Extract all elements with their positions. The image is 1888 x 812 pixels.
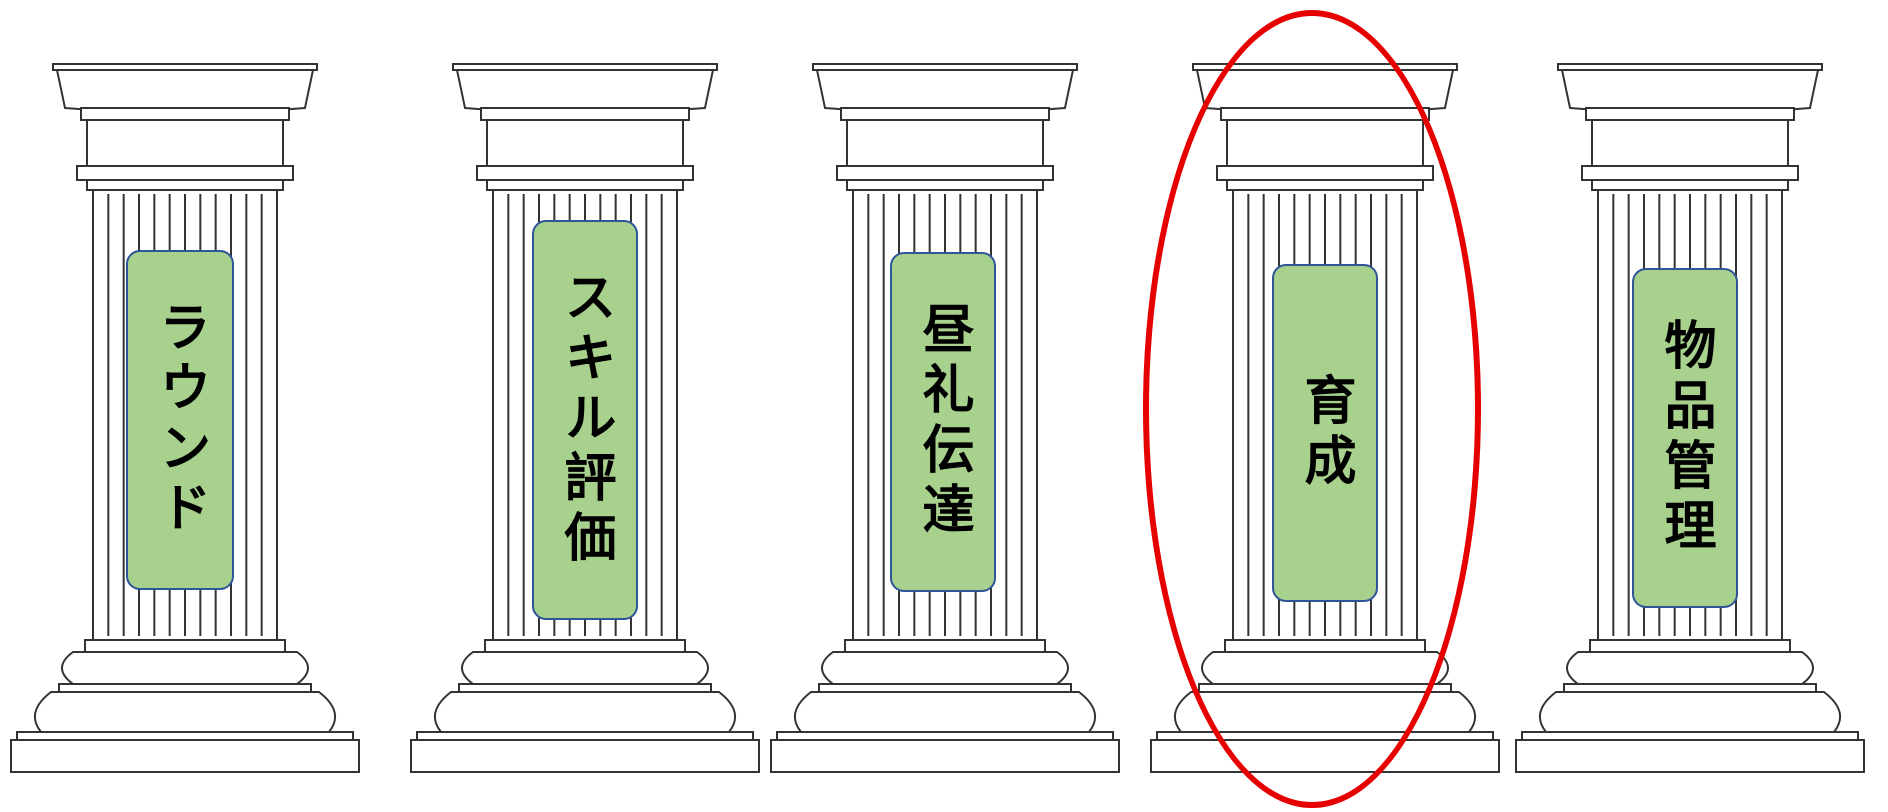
column-echinus bbox=[55, 69, 315, 114]
column-torus-lower bbox=[33, 691, 337, 733]
column-neck bbox=[846, 119, 1044, 167]
column-base-band bbox=[1563, 683, 1817, 693]
column-astragal bbox=[476, 165, 694, 181]
column-base-fillet bbox=[844, 639, 1046, 653]
highlight-ellipse bbox=[1143, 10, 1481, 808]
pillar-label-supply-management: 物品管理 bbox=[1632, 268, 1738, 608]
column-neck bbox=[1591, 119, 1789, 167]
column-capital-band bbox=[480, 107, 690, 121]
column-capital-band bbox=[840, 107, 1050, 121]
column-neck bbox=[86, 119, 284, 167]
column-echinus bbox=[1560, 69, 1820, 114]
column-torus-lower bbox=[433, 691, 737, 733]
column-torus-upper bbox=[461, 651, 709, 685]
column-base-fillet bbox=[1589, 639, 1791, 653]
column-plinth bbox=[10, 739, 360, 773]
column-base-band bbox=[818, 683, 1072, 693]
pillar-label-text: 物品管理 bbox=[1655, 318, 1715, 558]
column-neck bbox=[486, 119, 684, 167]
pillar-label-skill-evaluation: スキル評価 bbox=[532, 220, 638, 620]
pillar-label-round: ラウンド bbox=[126, 250, 234, 590]
column-base-band bbox=[458, 683, 712, 693]
column-torus-upper bbox=[1566, 651, 1814, 685]
column-torus-lower bbox=[793, 691, 1097, 733]
column-astragal bbox=[1581, 165, 1799, 181]
column-collar bbox=[86, 179, 284, 191]
column-plinth-top bbox=[776, 731, 1114, 741]
column-capital-band bbox=[80, 107, 290, 121]
column-capital-band bbox=[1585, 107, 1795, 121]
pillar-label-text: ラウンド bbox=[150, 300, 210, 540]
column-astragal bbox=[76, 165, 294, 181]
column-astragal bbox=[836, 165, 1054, 181]
column-base-fillet bbox=[84, 639, 286, 653]
pillar-label-text: スキル評価 bbox=[555, 270, 615, 570]
column-plinth-top bbox=[1521, 731, 1859, 741]
column-plinth bbox=[410, 739, 760, 773]
column-collar bbox=[486, 179, 684, 191]
column-collar bbox=[846, 179, 1044, 191]
column-plinth bbox=[1515, 739, 1865, 773]
column-plinth-top bbox=[416, 731, 754, 741]
column-base-band bbox=[58, 683, 312, 693]
column-torus-upper bbox=[821, 651, 1069, 685]
pillar-label-text: 昼礼伝達 bbox=[913, 302, 973, 542]
column-torus-lower bbox=[1538, 691, 1842, 733]
column-collar bbox=[1591, 179, 1789, 191]
column-echinus bbox=[455, 69, 715, 114]
pillar-label-noon-briefing: 昼礼伝達 bbox=[890, 252, 996, 592]
column-plinth bbox=[770, 739, 1120, 773]
column-echinus bbox=[815, 69, 1075, 114]
column-plinth-top bbox=[16, 731, 354, 741]
column-base-fillet bbox=[484, 639, 686, 653]
column-torus-upper bbox=[61, 651, 309, 685]
